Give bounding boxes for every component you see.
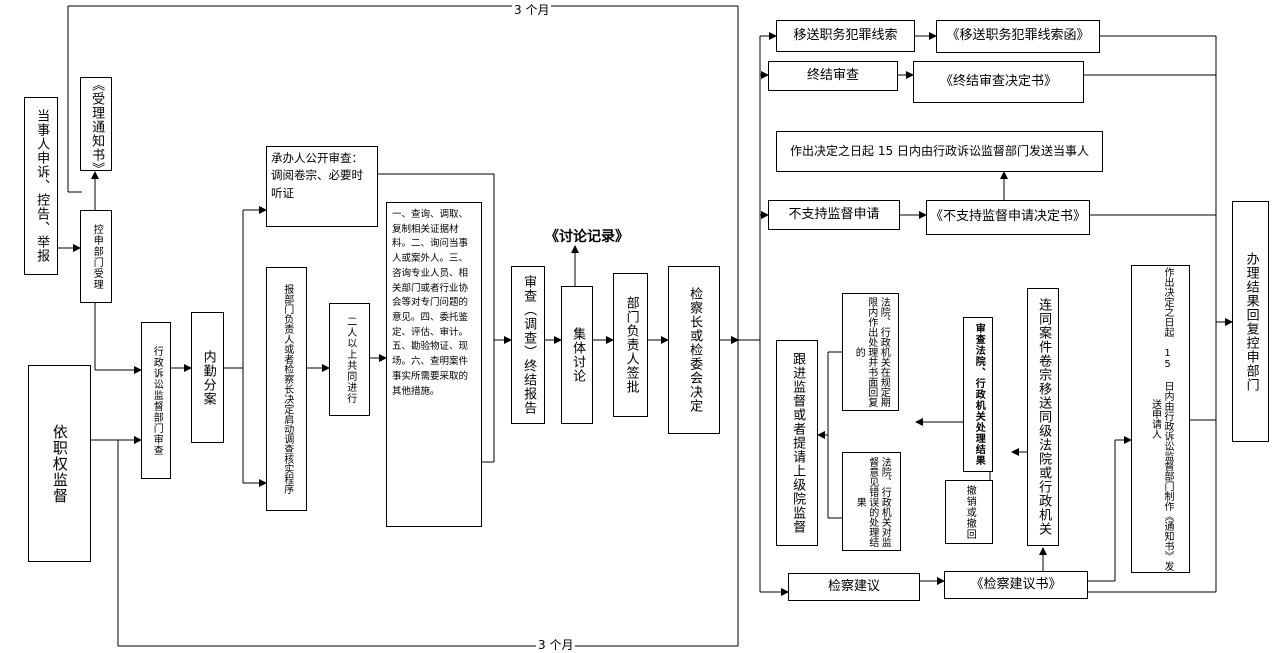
acceptance-notice-box: 《受理通知书》 bbox=[80, 77, 112, 171]
chief-decision-label: 检察长或检委会决定 bbox=[687, 287, 703, 413]
collective-discussion-box: 集体讨论 bbox=[561, 286, 593, 424]
withdraw-label: 撤销或撤回 bbox=[964, 484, 976, 540]
court-agency-no-feedback-label: 法院、行政机关对监督意见错误的处理结果 bbox=[854, 456, 891, 547]
chief-decision-box: 检察长或检委会决定 bbox=[668, 266, 720, 434]
by-authority-box: 依职权监督 bbox=[28, 365, 91, 562]
review-results-label: 审查法院、行政机关处理结果 bbox=[973, 323, 985, 466]
investigation-items-label: 一、查询、调取、复制相关证据材料。二、询问当事人或案外人。三、咨询专业人员、相关… bbox=[392, 209, 469, 397]
terminate-review-box: 终结审查 bbox=[768, 61, 898, 91]
not-support-label: 不支持监督申请 bbox=[788, 206, 880, 222]
three-months-top-label: 3 个月 bbox=[512, 1, 552, 18]
not-support-decision-box: 《不支持监督申请决定书》 bbox=[926, 200, 1090, 235]
notice-sent-label: 作出决定之日起 15 日内由行政诉讼监督部门制作《通知书》发送申请人 bbox=[1149, 267, 1174, 571]
terminate-review-label: 终结审查 bbox=[806, 67, 859, 83]
terminate-decision-label: 《终结审查决定书》 bbox=[939, 73, 1057, 89]
court-agency-feedback-label: 法院、行政机关在规定期限内作出处理并书面回复的 bbox=[853, 297, 890, 407]
two-persons-label: 二人以上共同进行 bbox=[344, 315, 356, 404]
admin-dept-review-label: 行政诉讼监督部门审查 bbox=[151, 345, 163, 456]
final-report-label: 审查（调查）终结报告 bbox=[521, 275, 537, 415]
send-within-15-box: 作出决定之日起 15 日内由行政诉讼监督部门发送当事人 bbox=[776, 131, 1103, 172]
follow-up-label: 跟进监督或者提请上级院监督 bbox=[790, 352, 806, 534]
collective-discussion-label: 集体讨论 bbox=[570, 327, 586, 383]
internal-assign-label: 内勤分案 bbox=[200, 349, 216, 406]
investigation-items-box: 一、查询、调取、复制相关证据材料。二、询问当事人或案外人。三、咨询专业人员、相关… bbox=[386, 202, 482, 527]
handler-review-box: 承办人公开审查：调阅卷宗、必要时听证 bbox=[266, 146, 378, 227]
transfer-letter-label: 《移送职务犯罪线索函》 bbox=[946, 28, 1090, 44]
not-support-box: 不支持监督申请 bbox=[768, 200, 900, 230]
follow-up-box: 跟进监督或者提请上级院监督 bbox=[776, 340, 818, 546]
transfer-letter-box: 《移送职务犯罪线索函》 bbox=[936, 20, 1100, 53]
procuratorial-advice-box: 检察建议 bbox=[788, 573, 920, 601]
transfer-with-files-label: 连同案件卷宗移送同级法院或行政机关 bbox=[1036, 298, 1052, 536]
admin-dept-review-box: 行政诉讼监督部门审查 bbox=[141, 322, 171, 479]
by-authority-label: 依职权监督 bbox=[50, 423, 69, 504]
procuratorial-advice-label: 检察建议 bbox=[827, 578, 880, 594]
court-agency-feedback-box: 法院、行政机关在规定期限内作出处理并书面回复的 bbox=[842, 293, 899, 411]
complainant-label: 当事人申诉、控告、举报 bbox=[34, 109, 50, 263]
report-approval-label: 报部门负责人或者检察长决定启动调查核实程序 bbox=[281, 284, 293, 494]
report-approval-box: 报部门负责人或者检察长决定启动调查核实程序 bbox=[266, 267, 307, 511]
complaint-dept-label: 控申部门受理 bbox=[91, 223, 103, 290]
notice-sent-box: 作出决定之日起 15 日内由行政诉讼监督部门制作《通知书》发送申请人 bbox=[1131, 265, 1190, 573]
procuratorial-advice-doc-box: 《检察建议书》 bbox=[944, 571, 1088, 599]
three-months-bottom-label: 3 个月 bbox=[536, 636, 576, 653]
transfer-clue-box: 移送职务犯罪线索 bbox=[776, 20, 915, 52]
two-persons-box: 二人以上共同进行 bbox=[329, 303, 370, 416]
complainant-box: 当事人申诉、控告、举报 bbox=[24, 97, 58, 275]
complaint-dept-box: 控申部门受理 bbox=[80, 210, 112, 303]
final-report-box: 审查（调查）终结报告 bbox=[511, 266, 545, 424]
transfer-with-files-box: 连同案件卷宗移送同级法院或行政机关 bbox=[1027, 288, 1059, 546]
terminate-decision-box: 《终结审查决定书》 bbox=[913, 61, 1084, 103]
withdraw-box: 撤销或撤回 bbox=[945, 480, 993, 544]
internal-assign-box: 内勤分案 bbox=[191, 312, 224, 443]
acceptance-notice-label: 《受理通知书》 bbox=[89, 78, 105, 171]
not-support-decision-label: 《不支持监督申请决定书》 bbox=[929, 209, 1086, 225]
court-agency-no-feedback-box: 法院、行政机关对监督意见错误的处理结果 bbox=[842, 452, 901, 551]
handler-review-label: 承办人公开审查：调阅卷宗、必要时听证 bbox=[271, 151, 363, 200]
dept-head-signoff-label: 部门负责人签批 bbox=[623, 296, 639, 394]
reply-complaint-dept-box: 办理结果回复控申部门 bbox=[1232, 201, 1269, 442]
dept-head-signoff-box: 部门负责人签批 bbox=[613, 273, 648, 417]
send-within-15-label: 作出决定之日起 15 日内由行政诉讼监督部门发送当事人 bbox=[790, 144, 1089, 158]
reply-complaint-dept-label: 办理结果回复控申部门 bbox=[1243, 251, 1259, 392]
review-results-box: 审查法院、行政机关处理结果 bbox=[963, 317, 993, 472]
transfer-clue-label: 移送职务犯罪线索 bbox=[793, 27, 898, 43]
procuratorial-advice-doc-label: 《检察建议书》 bbox=[970, 576, 1062, 592]
discussion-record-label: 《讨论记录》 bbox=[545, 229, 629, 245]
